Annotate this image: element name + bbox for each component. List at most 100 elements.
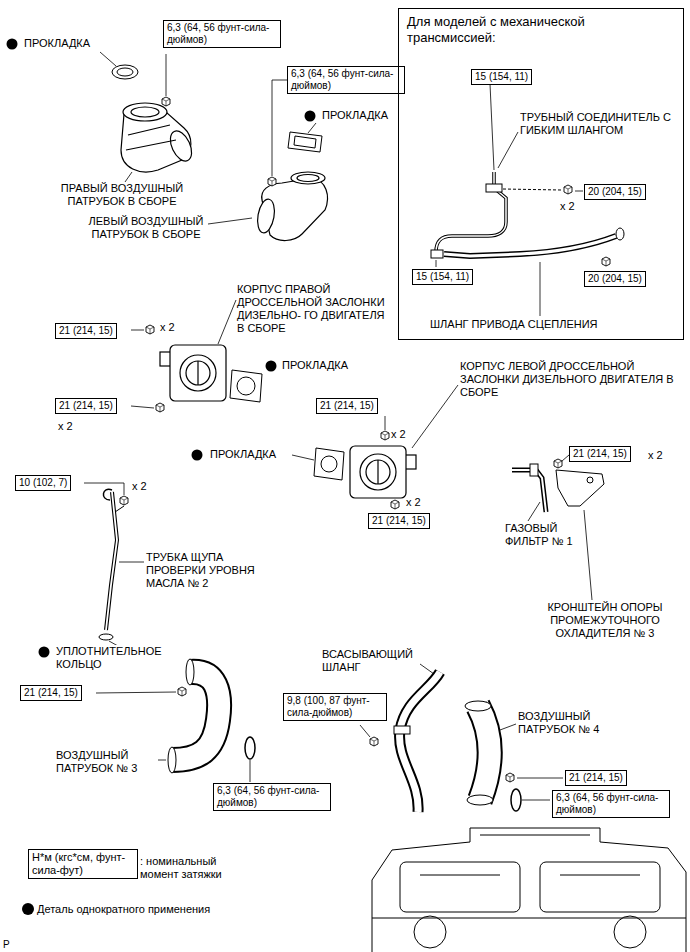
single-use-dot [192, 450, 203, 461]
torque-box: 6,3 (64, 56 фунт-сила-дюймов) [163, 20, 281, 48]
leader-line [584, 510, 592, 600]
part-label: ВСАСЫВАЮЩИЙ ШЛАНГ [322, 648, 413, 673]
leader-line [96, 692, 176, 693]
label-box: ПРАВЫЙ ВОЗДУШНЫЙ ПАТРУБОК В СБОРЕ [52, 182, 192, 208]
part-label: КОРПУС ПРАВОЙ ДРОССЕЛЬНОЙ ЗАСЛОНКИ ДИЗЕЛ… [237, 283, 385, 334]
bolt [268, 177, 276, 186]
engine-outline [372, 828, 686, 952]
label-box: КОРПУС ПРАВОЙ ДРОССЕЛЬНОЙ ЗАСЛОНКИ ДИЗЕЛ… [237, 283, 389, 335]
leader-line [540, 262, 541, 316]
air-duct-4 [478, 706, 490, 800]
leader-line [218, 300, 236, 344]
air-duct-4 [467, 795, 493, 805]
part-label: ПРАВЫЙ ВОЗДУШНЫЙ ПАТРУБОК В СБОРЕ [61, 182, 183, 207]
label-box: ТРУБНЫЙ СОЕДИНИТЕЛЬ С ГИБКИМ ШЛАНГОМ [520, 111, 680, 137]
torque-box: 6,3 (64, 56 фунт-сила-дюймов) [287, 66, 405, 94]
single-use-dot [7, 39, 18, 50]
bolt [554, 459, 562, 468]
engine-outline [400, 862, 520, 912]
bolt [506, 773, 514, 782]
part-label: x 2 [132, 480, 147, 492]
single-use-dot [7, 39, 316, 658]
bolt [381, 431, 389, 440]
air-duct-3 [172, 672, 219, 760]
engine-outline [414, 916, 446, 948]
label-box: x 2 [160, 321, 175, 334]
torque-value: 21 (214, 15) [569, 772, 623, 783]
torque-value: 20 (204, 15) [588, 273, 642, 284]
left-air-duct [255, 198, 277, 234]
label-box: ПРОКЛАДКА [322, 109, 388, 122]
label-box: ВОЗДУШНЫЙ ПАТРУБОК № 3 [56, 749, 156, 775]
suction-hose [400, 672, 440, 812]
leader-line [562, 455, 569, 461]
leader-line [84, 483, 124, 495]
torque-value: 6,3 (64, 56 фунт-сила-дюймов) [291, 68, 393, 91]
torque-box: 9,8 (100, 87 фунт-сила-дюймов) [283, 693, 387, 721]
air-duct-4 [465, 701, 521, 811]
torque-value: 9,8 (100, 87 фунт-сила-дюймов) [287, 695, 370, 718]
bolt [602, 257, 610, 266]
label-box: УПЛОТНИТЕЛЬНОЕ КОЛЬЦО [56, 645, 181, 671]
part-label: P [3, 939, 10, 950]
label-box: ПРОКЛАДКА [210, 448, 276, 461]
left-throttle-body [360, 454, 396, 490]
legend-text: : номинальный момент затяжки [140, 855, 222, 880]
inset-heading: Для моделей с механической трансмиссией: [407, 14, 627, 46]
leader-line [420, 664, 434, 674]
part-label: ПРОКЛАДКА [322, 109, 388, 121]
torque-box: 10 (102, 7) [15, 475, 71, 491]
leader-line [119, 562, 144, 563]
label-box: x 2 [406, 496, 421, 509]
bolt [162, 97, 170, 106]
bolt [120, 496, 128, 505]
single-use-dot [305, 111, 316, 122]
torque-box: 20 (204, 15) [584, 184, 646, 200]
air-duct-3 [186, 659, 194, 685]
clutch-tube [431, 250, 443, 258]
left-air-duct [291, 172, 325, 184]
torque-box: 6,3 (64, 56 фунт-сила-дюймов) [213, 783, 331, 811]
left-air-duct [297, 175, 319, 182]
air-duct-4 [465, 701, 491, 711]
torque-value: 21 (214, 15) [59, 325, 113, 336]
torque-box: 21 (214, 15) [569, 446, 631, 462]
leader-line [208, 218, 252, 224]
leader-line [517, 778, 563, 779]
bolt [156, 403, 164, 412]
torque-value: 6,3 (64, 56 фунт-сила-дюймов) [217, 785, 319, 808]
gasket [321, 456, 337, 472]
torque-value: 21 (214, 15) [573, 448, 627, 459]
right-air-duct [126, 125, 176, 150]
part-label: x 2 [58, 420, 73, 432]
part-label: ВОЗДУШНЫЙ ПАТРУБОК № 3 [56, 749, 137, 774]
bolt [564, 185, 572, 194]
leader-line [575, 191, 583, 192]
clutch-tube [436, 172, 506, 252]
suction-hose [400, 672, 440, 812]
torque-value: 20 (204, 15) [588, 186, 642, 197]
part-label: КОРПУС ЛЕВОЙ ДРОССЕЛЬНОЙ ЗАСЛОНКИ ДИЗЕЛЬ… [460, 360, 674, 398]
part-label: ТРУБКА ЩУПА ПРОВЕРКИ УРОВНЯ МАСЛА № 2 [146, 551, 255, 589]
part-label: КРОНШТЕЙН ОПОРЫ ПРОМЕЖУТОЧНОГО ОХЛАДИТЕЛ… [547, 601, 662, 639]
torque-box: 6,3 (64, 56 фунт-сила-дюймов) [552, 790, 670, 818]
engine-outline [614, 916, 646, 948]
part-label: УПЛОТНИТЕЛЬНОЕ КОЛЬЦО [56, 645, 162, 670]
torque-value: 6,3 (64, 56 фунт-сила-дюймов) [167, 22, 269, 45]
label-box: x 2 [648, 449, 663, 462]
suction-hose [394, 726, 410, 734]
right-throttle-body [186, 361, 210, 385]
right-air-duct [166, 128, 196, 165]
leader-line [528, 502, 540, 521]
right-throttle-body [180, 355, 216, 391]
torque-value: 6,3 (64, 56 фунт-сила-дюймов) [556, 792, 658, 815]
air-duct-3 [168, 659, 255, 773]
torque-value: Н*м (кгс*см, фунт-сила-фут) [32, 851, 125, 876]
part-label: ГАЗОВЫЙ ФИЛЬТР № 1 [505, 522, 573, 547]
leader-line [308, 123, 316, 133]
engine-outline [540, 862, 660, 912]
torque-value: 10 (102, 7) [19, 477, 67, 488]
torque-box: 21 (214, 15) [20, 685, 82, 701]
leader-line [385, 416, 386, 430]
gasket [288, 132, 322, 152]
